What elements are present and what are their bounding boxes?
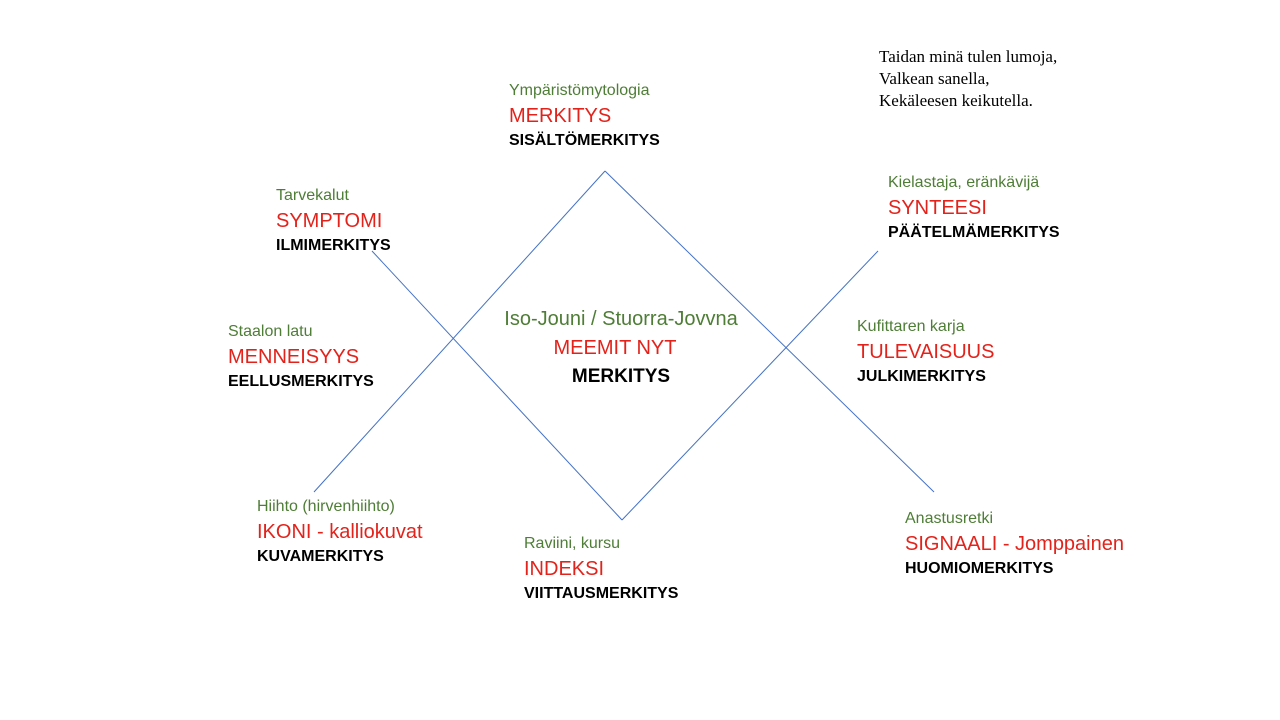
node-upper-right-black: PÄÄTELMÄMERKITYS [888, 224, 1060, 241]
line-bottom-to-upper-right [621, 250, 879, 521]
poem-line-2: Valkean sanella, [879, 69, 990, 88]
center-red-label: MEEMIT NYT [553, 337, 677, 359]
node-upper-right: Kielastaja, eränkävijä SYNTEESI PÄÄTELMÄ… [888, 175, 1060, 241]
node-lower-right-red: SIGNAALI - Jomppainen [905, 533, 1124, 555]
node-upper-left-red: SYMPTOMI [276, 210, 383, 232]
node-top-green: Ympäristömytologia [509, 82, 650, 99]
node-mid-left-black: EELLUSMERKITYS [228, 373, 374, 390]
node-lower-right: Anastusretki SIGNAALI - Jomppainen HUOMI… [905, 511, 1124, 577]
node-lower-left: Hiihto (hirvenhiihto) IKONI - kalliokuva… [257, 499, 423, 565]
node-mid-right: Kufittaren karja TULEVAISUUS JULKIMERKIT… [857, 319, 994, 385]
node-upper-right-green: Kielastaja, eränkävijä [888, 174, 1040, 191]
node-upper-left-black: ILMIMERKITYS [276, 237, 391, 254]
node-mid-right-green: Kufittaren karja [857, 318, 965, 335]
node-upper-right-red: SYNTEESI [888, 197, 987, 219]
node-mid-left-green: Staalon latu [228, 323, 313, 340]
node-top: Ympäristömytologia MERKITYS SISÄLTÖMERKI… [509, 83, 660, 149]
node-bottom-green: Raviini, kursu [524, 535, 621, 552]
node-bottom: Raviini, kursu INDEKSI VIITTAUSMERKITYS [524, 536, 678, 602]
node-mid-right-red: TULEVAISUUS [857, 341, 995, 363]
node-lower-right-green: Anastusretki [905, 510, 994, 527]
node-bottom-red: INDEKSI [524, 558, 605, 580]
node-bottom-black: VIITTAUSMERKITYS [524, 585, 679, 602]
node-lower-left-green: Hiihto (hirvenhiihto) [257, 498, 395, 515]
center-node: Iso-Jouni / Stuorra-Jovvna MEEMIT NYT ME… [494, 309, 748, 386]
node-mid-left: Staalon latu MENNEISYYS EELLUSMERKITYS [228, 324, 374, 390]
line-top-to-lower-left [313, 170, 606, 493]
node-top-black: SISÄLTÖMERKITYS [509, 132, 660, 149]
poem-line-1: Taidan minä tulen lumoja, [879, 47, 1058, 66]
poem-line-3: Kekäleesen keikutella. [879, 91, 1033, 110]
node-lower-right-black: HUOMIOMERKITYS [905, 560, 1054, 577]
node-mid-left-red: MENNEISYYS [228, 346, 360, 368]
line-upper-left-to-bottom [371, 250, 623, 521]
line-top-to-lower-right [604, 170, 935, 493]
node-lower-left-red: IKONI - kalliokuvat [257, 521, 423, 543]
center-green-label: Iso-Jouni / Stuorra-Jovvna [504, 308, 738, 330]
node-mid-right-black: JULKIMERKITYS [857, 368, 986, 385]
center-black-label: MERKITYS [571, 366, 671, 387]
node-top-red: MERKITYS [509, 105, 612, 127]
node-lower-left-black: KUVAMERKITYS [257, 548, 384, 565]
node-upper-left-green: Tarvekalut [276, 187, 349, 204]
node-upper-left: Tarvekalut SYMPTOMI ILMIMERKITYS [276, 188, 391, 254]
poem-quote: Taidan minä tulen lumoja, Valkean sanell… [879, 46, 1057, 112]
